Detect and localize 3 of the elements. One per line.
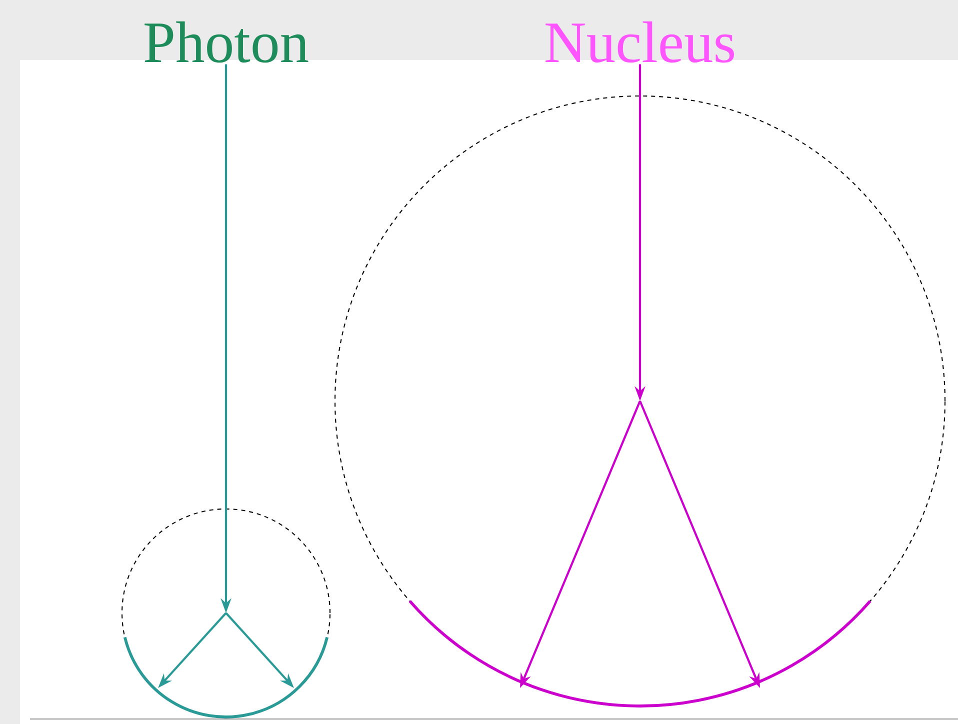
particle-label: Nucleus [546,21,734,63]
particle-label: Photon [144,21,308,63]
dashed-circle [334,95,946,708]
